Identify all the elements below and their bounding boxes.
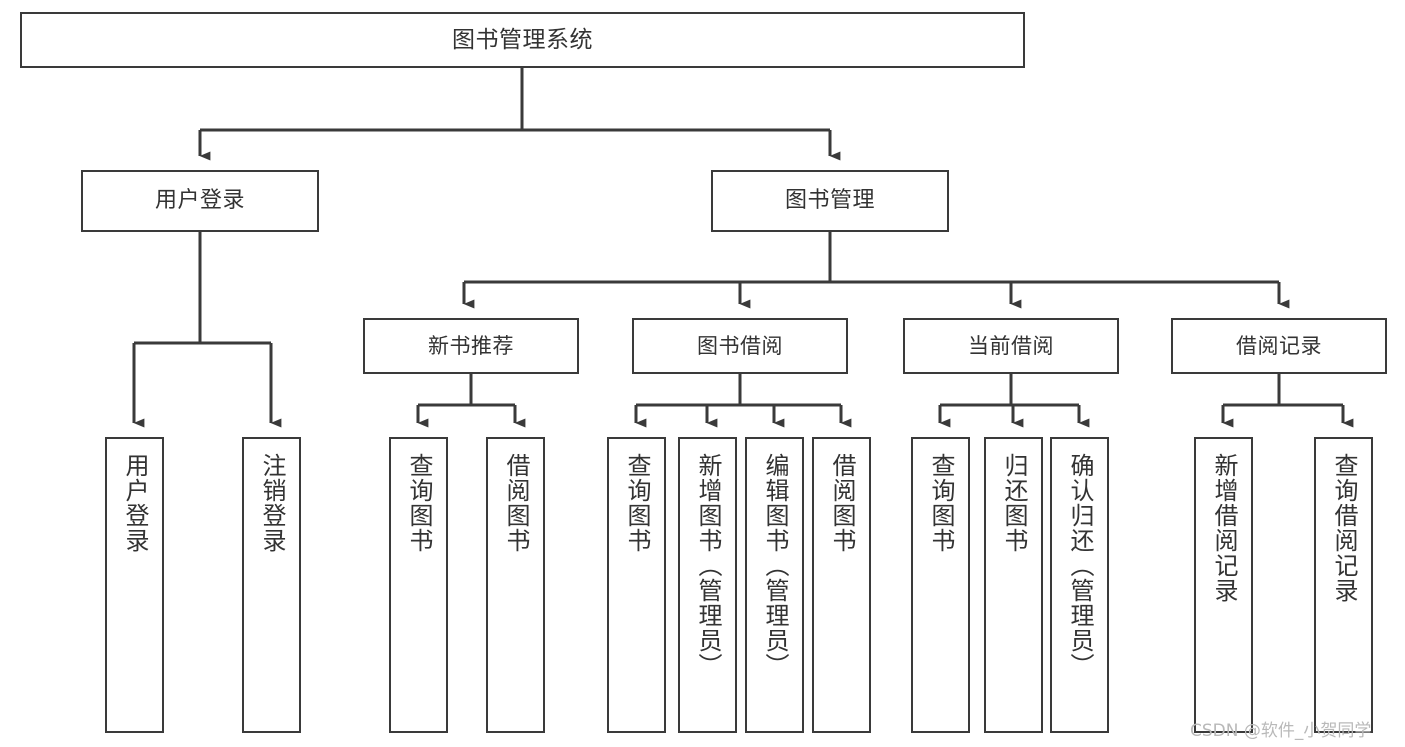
node-book-management[interactable]: 图书管理 [711, 170, 949, 232]
leaf-query-book-newbook[interactable]: 查询图书 [389, 437, 448, 733]
leaf-query-borrow-record[interactable]: 查询借阅记录 [1314, 437, 1373, 733]
node-label: 注销登录 [257, 453, 286, 553]
leaf-query-book-borrow[interactable]: 查询图书 [607, 437, 666, 733]
node-label: 用户登录 [120, 453, 149, 553]
node-label: 查询图书 [926, 453, 955, 553]
leaf-edit-book-admin[interactable]: 编辑图书（管理员） [745, 437, 804, 733]
node-label: 新书推荐 [428, 333, 514, 358]
leaf-query-book-current[interactable]: 查询图书 [911, 437, 970, 733]
node-label: 确认归还（管理员） [1065, 453, 1094, 678]
node-label: 借阅记录 [1236, 333, 1322, 358]
node-current-borrow[interactable]: 当前借阅 [903, 318, 1119, 374]
node-label: 当前借阅 [968, 333, 1054, 358]
node-user-login[interactable]: 用户登录 [81, 170, 319, 232]
leaf-borrow-book-newbook[interactable]: 借阅图书 [486, 437, 545, 733]
leaf-add-borrow-record[interactable]: 新增借阅记录 [1194, 437, 1253, 733]
leaf-return-book[interactable]: 归还图书 [984, 437, 1043, 733]
node-new-book-recommend[interactable]: 新书推荐 [363, 318, 579, 374]
node-label: 查询图书 [622, 453, 651, 553]
leaf-borrow-book[interactable]: 借阅图书 [812, 437, 871, 733]
node-label: 编辑图书（管理员） [760, 453, 789, 678]
node-label: 借阅图书 [501, 453, 530, 553]
leaf-add-book-admin[interactable]: 新增图书（管理员） [678, 437, 737, 733]
node-label: 用户登录 [154, 188, 245, 213]
node-book-borrow[interactable]: 图书借阅 [632, 318, 848, 374]
node-label: 新增借阅记录 [1209, 453, 1238, 603]
node-label: 归还图书 [999, 453, 1028, 553]
node-label: 查询图书 [404, 453, 433, 553]
node-label: 借阅图书 [827, 453, 856, 553]
node-label: 图书管理系统 [452, 26, 593, 53]
leaf-logout[interactable]: 注销登录 [242, 437, 301, 733]
leaf-user-login[interactable]: 用户登录 [105, 437, 164, 733]
node-label: 图书管理 [784, 188, 875, 213]
node-label: 图书借阅 [697, 333, 783, 358]
node-label: 查询借阅记录 [1329, 453, 1358, 603]
node-label: 新增图书（管理员） [693, 453, 722, 678]
node-borrow-record[interactable]: 借阅记录 [1171, 318, 1387, 374]
leaf-confirm-return-admin[interactable]: 确认归还（管理员） [1050, 437, 1109, 733]
node-root-system[interactable]: 图书管理系统 [20, 12, 1025, 68]
